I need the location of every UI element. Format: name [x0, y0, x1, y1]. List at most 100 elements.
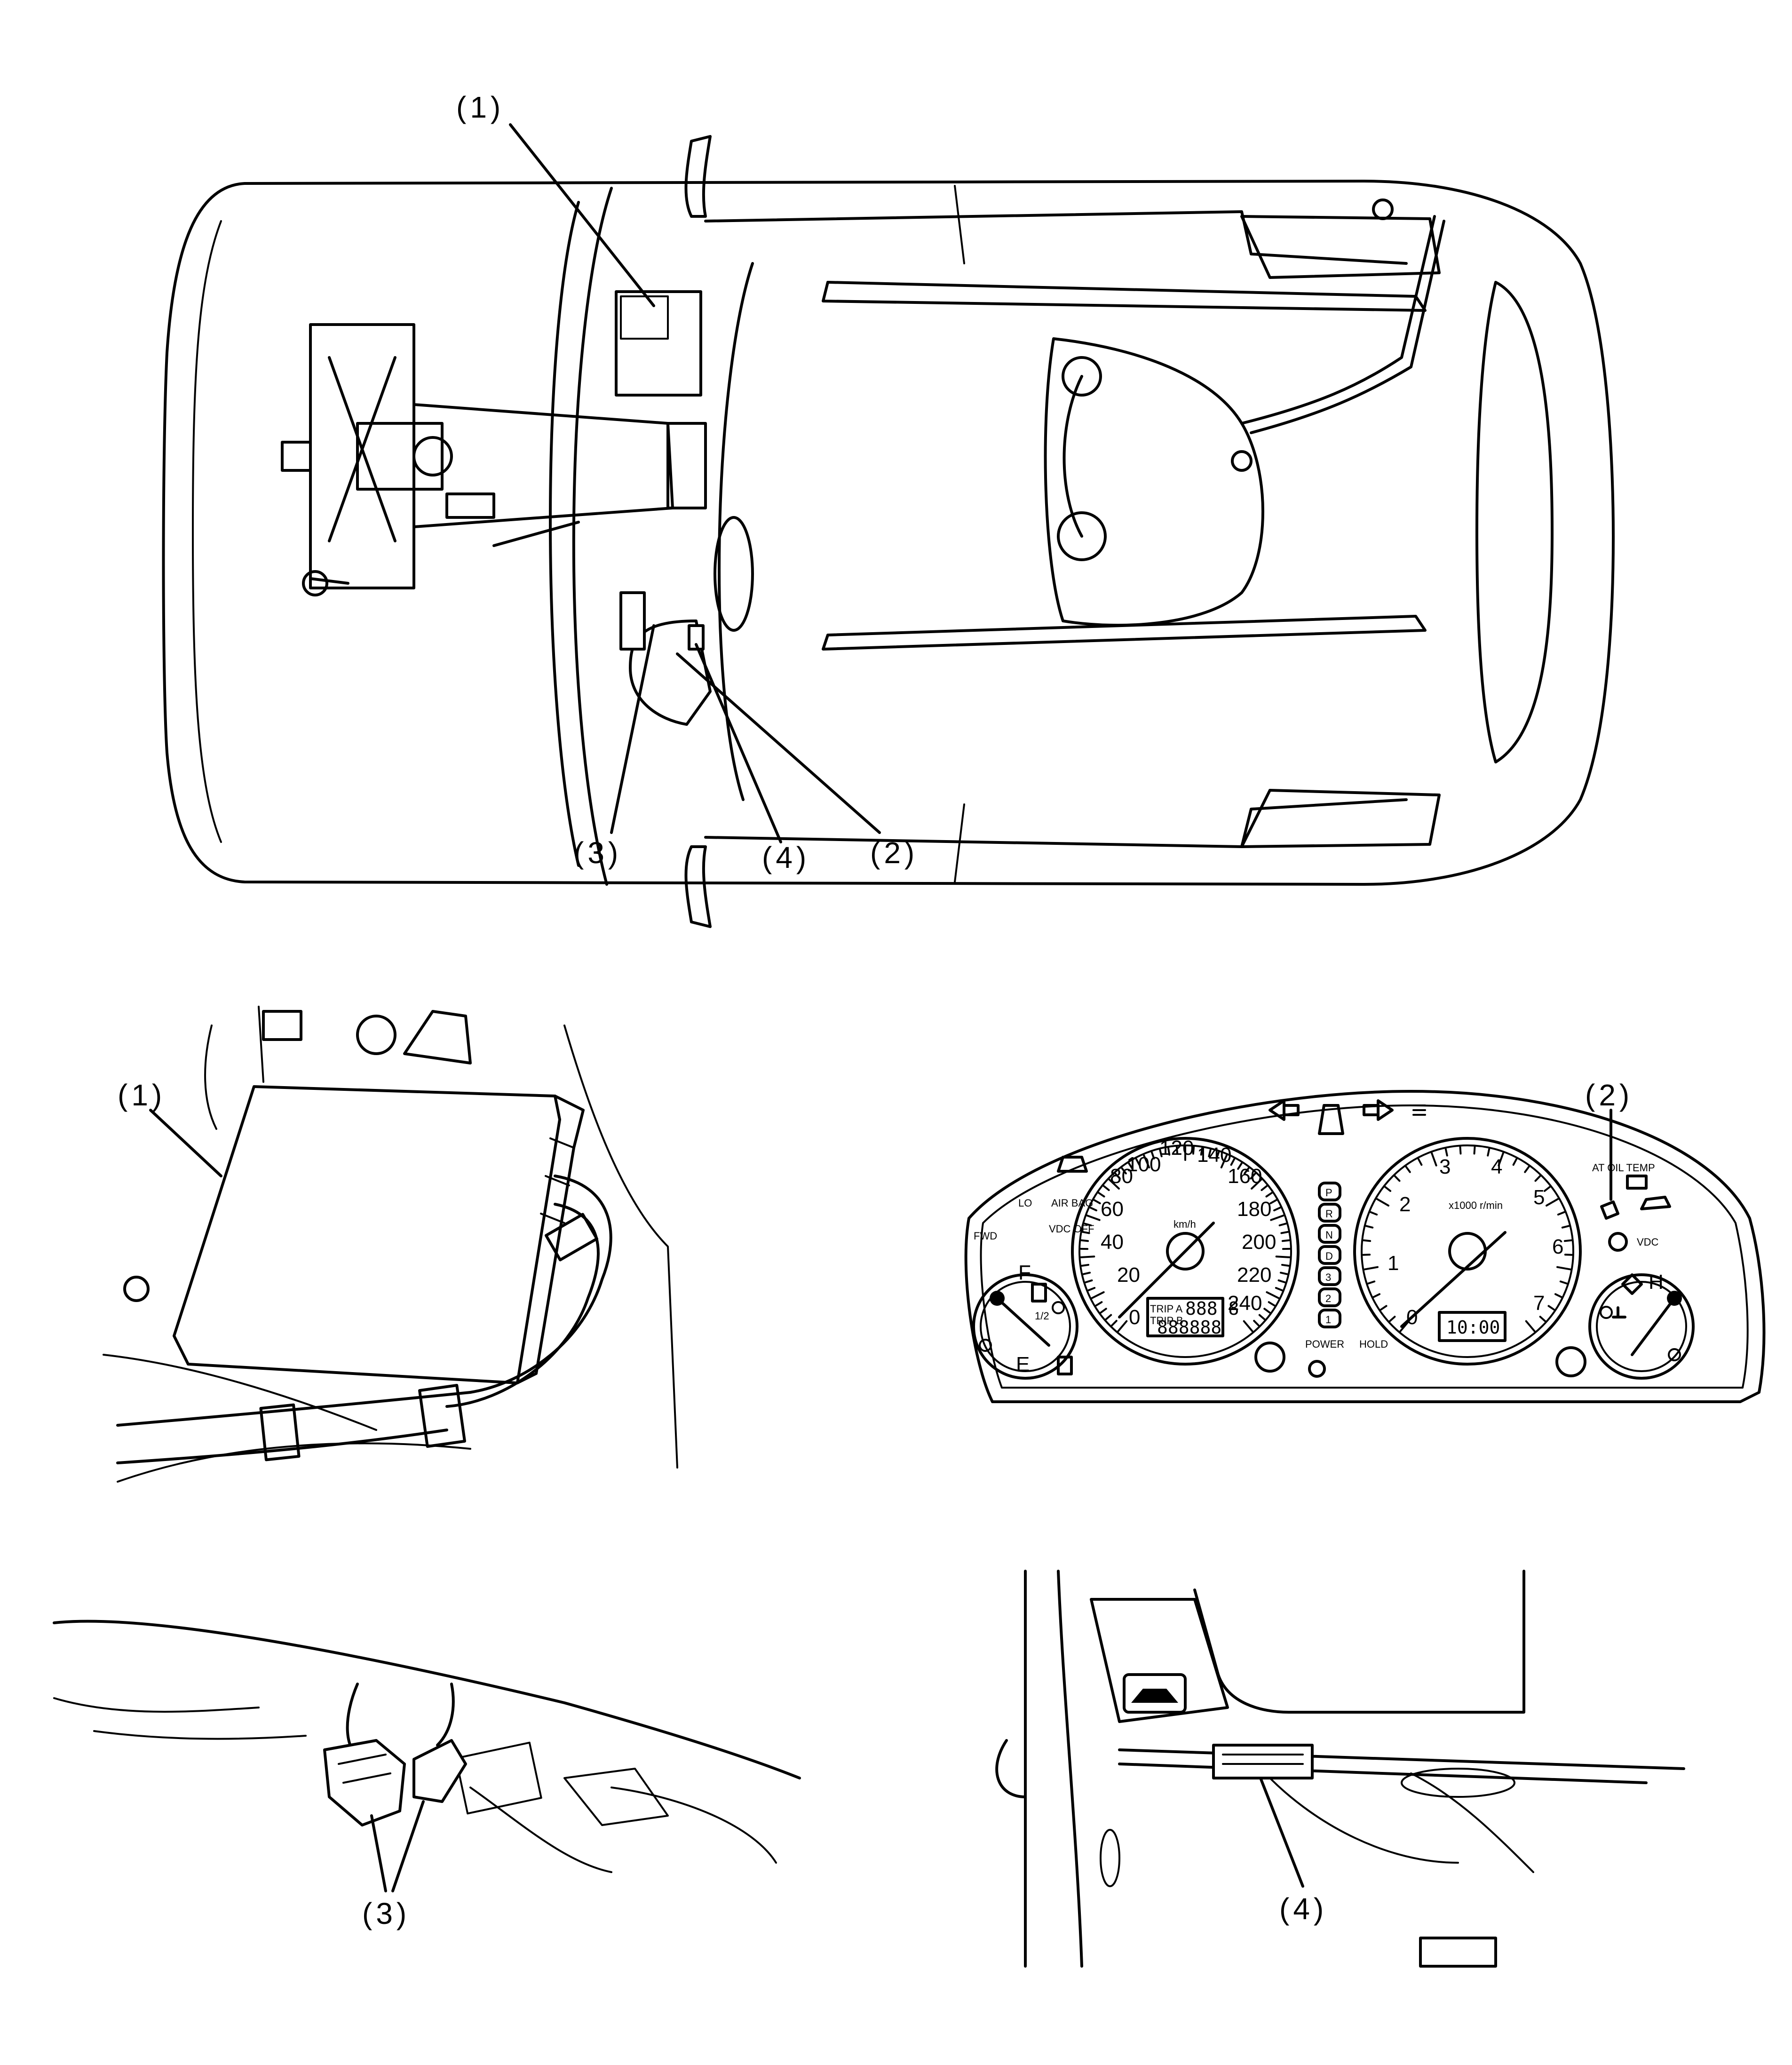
fuel-gauge-half: 1/2 — [1035, 1310, 1049, 1322]
temp-gauge-needle — [1631, 1297, 1676, 1356]
speedometer-tick — [1244, 1167, 1250, 1175]
speedometer-tick — [1087, 1287, 1096, 1292]
trip-reset-knob — [1254, 1342, 1285, 1373]
speedo-label-240: 240 — [1228, 1292, 1262, 1315]
dashboard-edge — [718, 262, 754, 801]
fuel-pump-icon — [1031, 1283, 1047, 1303]
mirror-bottom — [684, 845, 712, 928]
tachometer-tick — [1444, 1148, 1448, 1157]
ecu-bg-bolt — [356, 1015, 396, 1055]
ecu-location — [615, 290, 702, 397]
svg-text:P: P — [1325, 1187, 1332, 1199]
tach-label-0: 0 — [1406, 1306, 1418, 1329]
speedo-label-100: 100 — [1126, 1153, 1161, 1176]
speedometer-tick — [1117, 1320, 1128, 1333]
front-bumper-line — [192, 220, 222, 843]
starter-gear — [302, 570, 328, 596]
ecu-harness-band-3 — [545, 1213, 598, 1262]
conn-bg-block — [563, 1768, 669, 1826]
fuel-gauge: F 1/2 E — [972, 1261, 1078, 1380]
tach-label-6: 6 — [1552, 1235, 1563, 1258]
speedometer-tick — [1110, 1319, 1118, 1326]
conn-bg-4 — [611, 1787, 777, 1864]
tachometer-tick — [1563, 1239, 1572, 1242]
dlc-connector — [1212, 1744, 1314, 1779]
tachometer-tick — [1556, 1266, 1571, 1271]
speedometer-tick — [1278, 1223, 1287, 1226]
door-lower — [704, 798, 1408, 848]
ecu-location-inner — [620, 295, 669, 340]
door-ajar-icon — [1318, 1104, 1344, 1135]
label-airbag: AIR BAG — [1051, 1197, 1093, 1209]
ecu-floor-line — [103, 1354, 377, 1431]
svg-text:2: 2 — [1325, 1293, 1331, 1304]
speedometer-tick — [1261, 1185, 1268, 1191]
leader-4 — [695, 643, 782, 843]
tachometer-tick — [1561, 1225, 1570, 1229]
fuel-sender — [1057, 511, 1107, 561]
speedo-label-80: 80 — [1110, 1165, 1133, 1188]
tachometer-tick — [1370, 1211, 1378, 1216]
fuel-tank — [1044, 337, 1264, 627]
dash-panel-outline — [1193, 1570, 1525, 1714]
gear-indicator: P R N D 3 2 1 — [1318, 1182, 1341, 1328]
leader-3 — [610, 624, 655, 834]
tachometer-tick — [1546, 1198, 1559, 1207]
speedometer-tick — [1215, 1151, 1220, 1160]
ecu-harness-tube-top — [116, 1391, 472, 1427]
callout-panel-ecu: (1) — [118, 1078, 166, 1112]
tachometer-tick — [1498, 1152, 1504, 1167]
tachometer-tick — [1380, 1305, 1388, 1311]
ecu-box — [173, 1085, 561, 1384]
gear-3: 3 — [1318, 1266, 1341, 1286]
high-beam-icon — [1412, 1104, 1426, 1116]
callout-panel-dlc: (4) — [1279, 1892, 1327, 1926]
speedometer-tick — [1220, 1154, 1228, 1168]
brightness-knob — [1555, 1346, 1586, 1377]
gear-n: N — [1318, 1224, 1341, 1244]
tachometer-tick — [1431, 1152, 1437, 1167]
speedometer-tick — [1143, 1154, 1150, 1168]
speedometer-tick — [1167, 1147, 1171, 1156]
label-hold: HOLD — [1359, 1338, 1388, 1350]
ecu-bg-pipe — [258, 1006, 264, 1083]
turn-signal-left-icon — [1269, 1099, 1300, 1121]
speedo-label-40: 40 — [1101, 1231, 1124, 1254]
tachometer-tick — [1524, 1166, 1530, 1173]
leader-panel-connector-1 — [370, 1814, 387, 1892]
fuel-line-upper-2 — [1250, 220, 1445, 434]
dlc-bg-grommet — [1100, 1829, 1120, 1887]
odometer-display — [1146, 1297, 1224, 1337]
speedo-label-60: 60 — [1101, 1198, 1124, 1221]
fuel-gauge-full: F — [1018, 1261, 1031, 1284]
ecu-bg-curve — [204, 1025, 217, 1130]
trip-b-label: TRIP B — [1150, 1315, 1183, 1326]
ecu-bg-pillar — [563, 1025, 678, 1469]
leader-panel-dlc — [1259, 1777, 1304, 1888]
tachometer-tick — [1405, 1166, 1411, 1173]
pillar-right-edge — [1057, 1570, 1083, 1968]
svg-text:3: 3 — [1325, 1271, 1331, 1283]
rear-window — [1475, 281, 1554, 763]
tachometer-tick — [1363, 1239, 1372, 1242]
transmission — [412, 403, 674, 528]
speedometer-tick — [1089, 1207, 1097, 1212]
label-power: POWER — [1305, 1338, 1344, 1350]
speedometer-tick — [1085, 1279, 1093, 1284]
speedometer-unit: km/h — [1174, 1218, 1196, 1230]
speedometer-tick — [1208, 1149, 1212, 1158]
clock-display — [1438, 1311, 1507, 1342]
speedometer-tick — [1093, 1199, 1101, 1205]
speedometer-tick — [1080, 1255, 1095, 1258]
tach-label-1: 1 — [1388, 1252, 1399, 1275]
tach-label-3: 3 — [1439, 1155, 1451, 1178]
speedometer-tick — [1270, 1215, 1285, 1221]
connector-male — [323, 1739, 406, 1827]
gear-1: 1 — [1318, 1309, 1341, 1328]
starter-rod — [309, 577, 349, 585]
connector-male-ribs — [338, 1754, 391, 1784]
leader-panel-ecu — [149, 1109, 222, 1177]
fuel-gauge-pin-1 — [979, 1339, 992, 1352]
fuel-pump — [1062, 356, 1102, 397]
clock-value: 10:00 — [1446, 1317, 1500, 1338]
